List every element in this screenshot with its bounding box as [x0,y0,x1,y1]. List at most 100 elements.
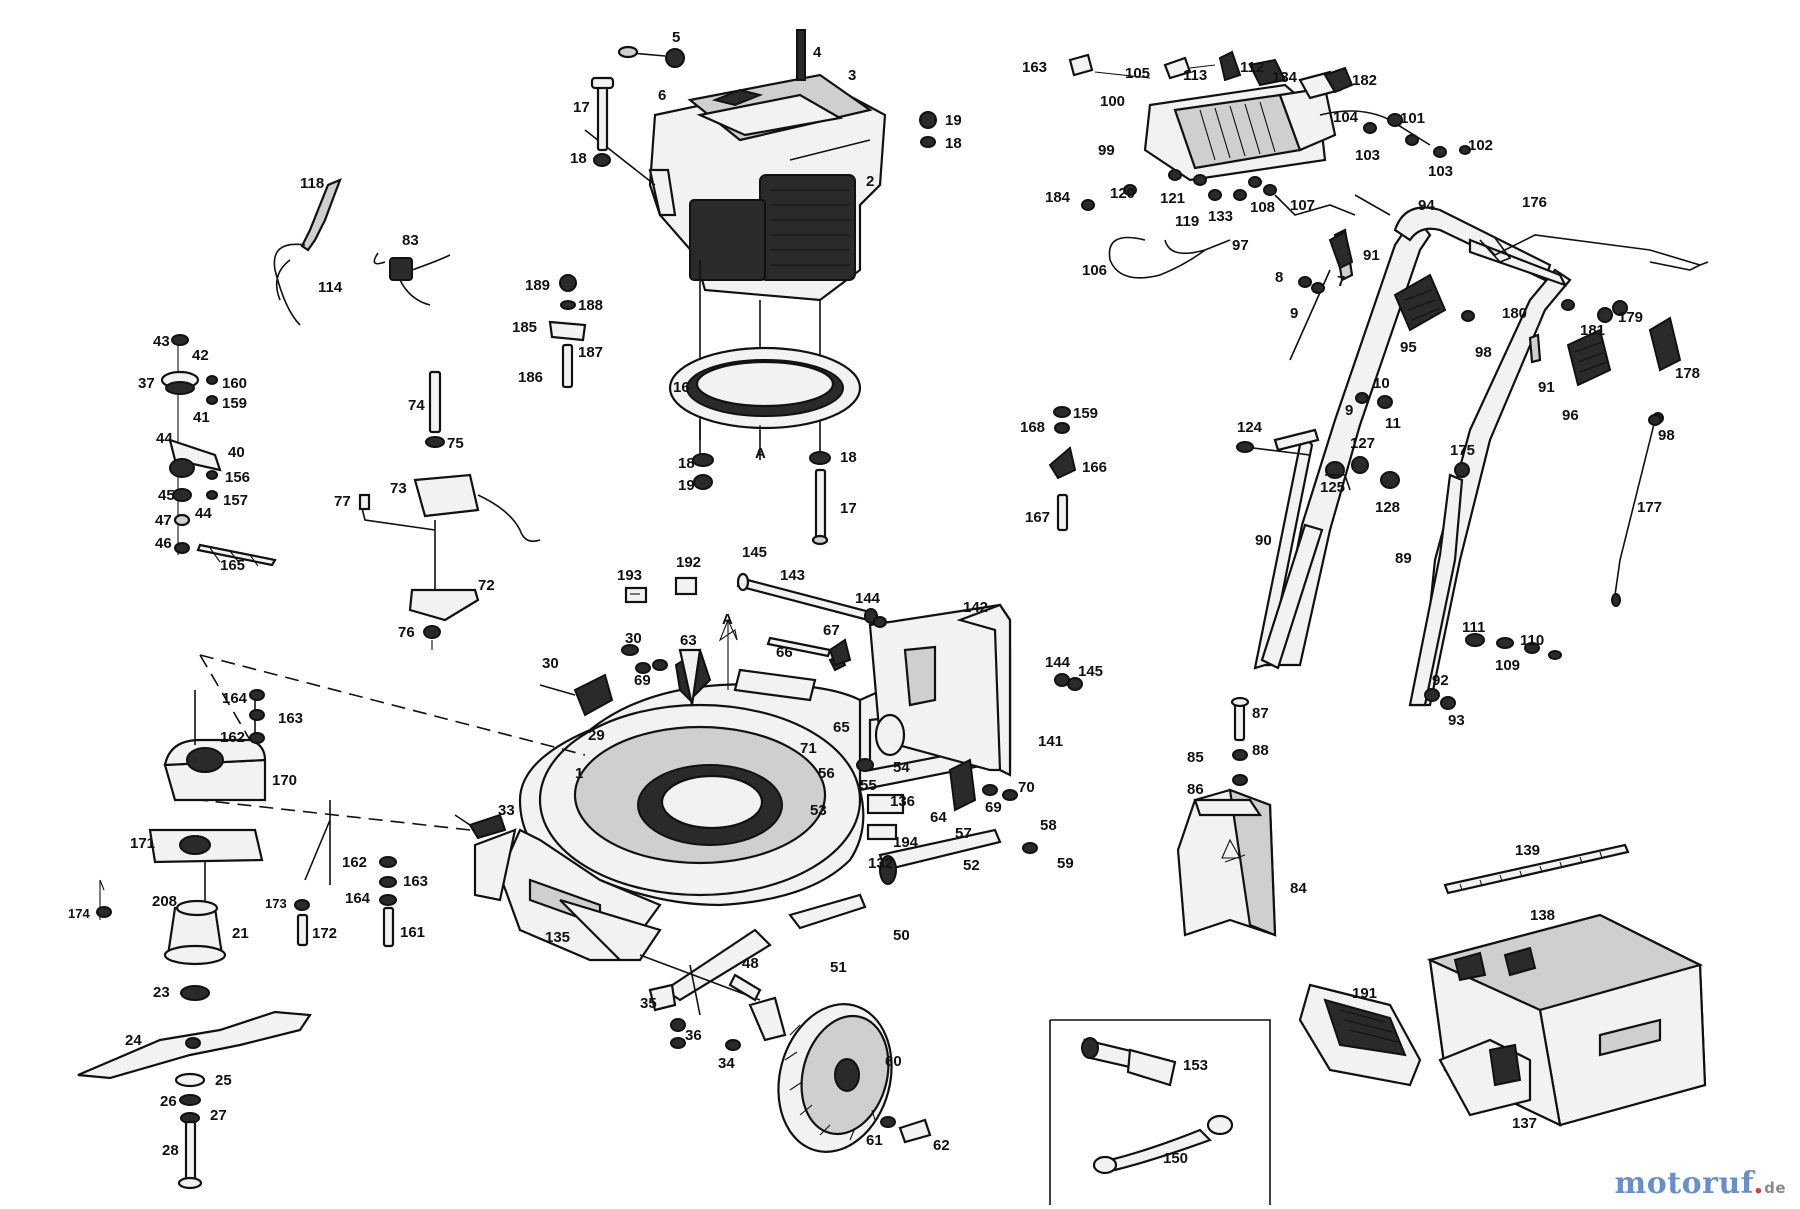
watermark-tld: de [1764,1179,1786,1197]
part-label-6: 6 [658,87,666,104]
part-label-74: 74 [408,397,425,414]
part-label-192: 192 [676,554,701,571]
part-label-178: 178 [1675,365,1700,382]
part-label-101: 101 [1400,110,1425,127]
part-label-5: 5 [672,29,680,46]
part-label-16: 16 [673,379,690,396]
switch-83 [373,252,451,306]
part-label-164b: 164 [345,890,371,907]
part-label-103a: 103 [1355,147,1380,164]
part-label-137: 137 [1512,1115,1537,1132]
part-label-142: 142 [963,599,988,616]
watermark-name: motoruf [1614,1166,1754,1201]
clip-30-69 [621,644,668,674]
part-label-41: 41 [193,409,210,426]
part-label-62: 62 [933,1137,950,1154]
part-label-102: 102 [1468,137,1493,154]
part-label-191: 191 [1352,985,1377,1002]
part-label-76: 76 [398,624,415,641]
watermark-dot: . [1753,1166,1765,1201]
part-label-139: 139 [1515,842,1540,859]
part-label-95: 95 [1400,339,1417,356]
part-label-89: 89 [1395,550,1412,567]
part-label-103b: 103 [1428,163,1453,180]
part-label-8: 8 [1275,269,1283,286]
part-label-37: 37 [138,375,155,392]
part-label-91b: 91 [1538,379,1555,396]
part-label-170: 170 [272,772,297,789]
part-label-26: 26 [160,1093,177,1110]
part-label-65: 65 [833,719,850,736]
part-label-29: 29 [588,727,605,744]
part-label-18a: 18 [570,150,587,167]
part-label-177: 177 [1637,499,1662,516]
part-label-174: 174 [68,906,90,921]
part-label-165: 165 [220,557,245,574]
labels-192-193 [624,576,698,604]
part-label-21: 21 [232,925,249,942]
part-label-53: 53 [810,802,827,819]
part-label-90: 90 [1255,532,1272,549]
part-label-120: 120 [1110,185,1135,202]
part-label-58: 58 [1040,817,1057,834]
part-label-60: 60 [885,1053,902,1070]
part-label-28: 28 [162,1142,179,1159]
part-label-73: 73 [390,480,407,497]
part-label-150: 150 [1163,1150,1188,1167]
part-label-9: 9 [1290,305,1298,322]
part-label-145b: 145 [1078,663,1103,680]
height-adjust-parts [160,334,277,567]
part-label-75: 75 [447,435,464,452]
cable-guide-166 [1048,406,1077,532]
part-label-94: 94 [1418,197,1435,214]
part-label-176: 176 [1522,194,1547,211]
rod-139 [1443,843,1630,895]
part-label-143: 143 [780,567,805,584]
clip-33 [454,813,507,840]
bolts-161-164 [96,856,397,948]
part-label-44a: 44 [156,430,173,447]
part-label-97: 97 [1232,237,1249,254]
part-label-185: 185 [512,319,537,336]
part-label-179: 179 [1618,309,1643,326]
part-label-106: 106 [1082,262,1107,279]
part-label-77: 77 [334,493,351,510]
axle-bracket-34-36 [639,954,787,1051]
part-label-50: 50 [893,927,910,944]
part-label-67: 67 [823,622,840,639]
part-label-173: 173 [265,896,287,911]
part-label-109: 109 [1495,657,1520,674]
part-label-163c: 163 [1022,59,1047,76]
part-label-47: 47 [155,512,172,529]
screw-144-145 [873,616,1083,691]
part-label-30b: 30 [625,630,642,647]
part-label-99: 99 [1098,142,1115,159]
part-number-labels: 1 2 3 4 5 6 7 8 9 9 10 11 16 17 17 18 18… [68,29,1700,1167]
part-label-124: 124 [1237,419,1263,436]
part-label-98a: 98 [1475,344,1492,361]
section-label-a2: A [722,611,733,628]
part-label-186: 186 [518,369,543,386]
part-label-133: 133 [1208,208,1233,225]
part-label-27: 27 [210,1107,227,1124]
part-label-138: 138 [1530,907,1555,924]
part-label-24: 24 [125,1032,142,1049]
cable-clamp-parts [548,274,587,389]
part-label-23: 23 [153,984,170,1001]
part-label-166: 166 [1082,459,1107,476]
part-label-63: 63 [680,632,697,649]
part-label-184: 184 [1045,189,1071,206]
part-label-3: 3 [848,67,856,84]
part-label-9b: 9 [1345,402,1353,419]
part-label-30a: 30 [542,655,559,672]
part-label-208: 208 [152,893,177,910]
control-panel-99-100 [1068,50,1471,279]
part-label-10: 10 [1373,375,1390,392]
blade-hub-assembly [77,689,312,1190]
part-label-52: 52 [963,857,980,874]
cable-118-114 [273,178,342,326]
part-label-96: 96 [1562,407,1579,424]
part-label-71: 71 [800,740,817,757]
part-label-69a: 69 [634,672,651,689]
part-label-2: 2 [866,173,874,190]
